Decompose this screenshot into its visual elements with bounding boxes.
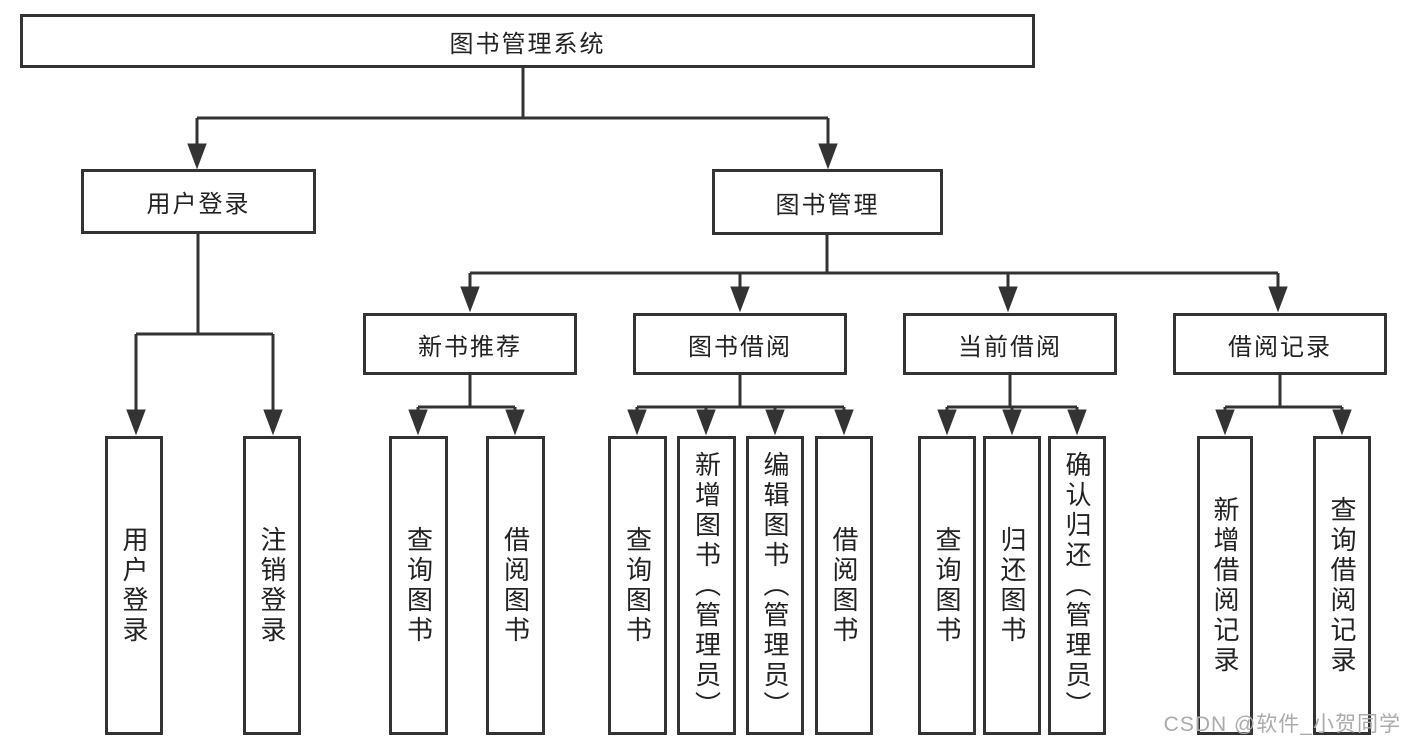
leaf-return-books: 归还图书 — [983, 436, 1041, 735]
leaf-add-book-admin: 新增图书（管理员） — [677, 436, 736, 735]
arrowhead-icon — [1002, 409, 1022, 436]
arrowhead-icon — [126, 409, 146, 436]
leaf-confirm-return-admin-label: 确认归还（管理员） — [1062, 450, 1092, 721]
leaf-query-books-borrow-label: 查询图书 — [622, 525, 653, 646]
arrowhead-icon — [187, 143, 207, 170]
leaf-logout-label: 注销登录 — [257, 525, 287, 646]
arrowhead-icon — [263, 409, 283, 436]
connector-current-to-leaves — [937, 375, 1087, 436]
leaf-confirm-return-admin: 确认归还（管理员） — [1048, 436, 1106, 735]
leaf-add-borrow-record: 新增借阅记录 — [1197, 436, 1253, 735]
arrowhead-icon — [834, 409, 854, 436]
leaf-query-books-recommend: 查询图书 — [389, 436, 448, 735]
leaf-borrow-books-recommend: 借阅图书 — [486, 436, 545, 735]
node-book-borrow-label: 图书借阅 — [688, 333, 792, 361]
arrowhead-icon — [730, 286, 750, 313]
arrowhead-icon — [937, 409, 957, 436]
leaf-query-borrow-record-label: 查询借阅记录 — [1327, 495, 1357, 676]
arrowhead-icon — [1215, 409, 1235, 436]
connector-manage-to-level3 — [460, 235, 1288, 313]
leaf-borrow-books-label: 借阅图书 — [829, 525, 859, 646]
node-book-borrow: 图书借阅 — [633, 313, 847, 375]
watermark: CSDN @软件_小贺同学 — [1163, 713, 1401, 736]
leaf-query-books-current-label: 查询图书 — [932, 525, 962, 646]
connector-root-to-level2 — [187, 68, 838, 170]
node-root-label: 图书管理系统 — [449, 30, 606, 58]
node-new-book-recommend: 新书推荐 — [363, 313, 577, 375]
leaf-edit-book-admin-label: 编辑图书（管理员） — [760, 450, 790, 721]
connector-records-to-leaves — [1215, 375, 1352, 436]
connector-login-to-leaves — [126, 233, 283, 436]
leaf-add-book-admin-label: 新增图书（管理员） — [691, 450, 722, 721]
leaf-query-books-recommend-label: 查询图书 — [403, 525, 434, 646]
arrowhead-icon — [505, 409, 525, 436]
arrowhead-icon — [1067, 409, 1087, 436]
arrowhead-icon — [696, 409, 716, 436]
arrowhead-icon — [1332, 409, 1352, 436]
leaf-logout: 注销登录 — [243, 436, 301, 735]
leaf-query-books-borrow: 查询图书 — [608, 436, 667, 735]
leaf-borrow-books-recommend-label: 借阅图书 — [500, 525, 531, 646]
arrowhead-icon — [460, 286, 480, 313]
connector-recommend-to-leaves — [408, 375, 525, 436]
connector-borrow-to-leaves — [627, 375, 854, 436]
arrowhead-icon — [627, 409, 647, 436]
node-new-book-recommend-label: 新书推荐 — [418, 333, 522, 361]
arrowhead-icon — [1268, 286, 1288, 313]
node-book-manage: 图书管理 — [712, 169, 943, 235]
arrowhead-icon — [818, 143, 838, 170]
leaf-add-borrow-record-label: 新增借阅记录 — [1210, 495, 1240, 676]
leaf-user-login-label: 用户登录 — [119, 525, 149, 646]
leaf-user-login: 用户登录 — [105, 436, 163, 735]
node-borrow-records-label: 借阅记录 — [1228, 333, 1332, 361]
leaf-return-books-label: 归还图书 — [997, 525, 1027, 646]
node-root-system: 图书管理系统 — [20, 14, 1035, 68]
leaf-borrow-books: 借阅图书 — [815, 436, 873, 735]
arrowhead-icon — [765, 409, 785, 436]
node-book-manage-label: 图书管理 — [775, 191, 880, 219]
node-current-borrow-label: 当前借阅 — [958, 333, 1062, 361]
leaf-query-borrow-record: 查询借阅记录 — [1313, 436, 1371, 735]
arrowhead-icon — [998, 286, 1018, 313]
leaf-query-books-current: 查询图书 — [918, 436, 976, 735]
node-user-login: 用户登录 — [81, 169, 316, 234]
node-current-borrow: 当前借阅 — [903, 313, 1117, 375]
node-user-login-label: 用户登录 — [146, 191, 251, 218]
leaf-edit-book-admin: 编辑图书（管理员） — [746, 436, 804, 735]
arrowhead-icon — [408, 409, 428, 436]
node-borrow-records: 借阅记录 — [1173, 313, 1387, 375]
